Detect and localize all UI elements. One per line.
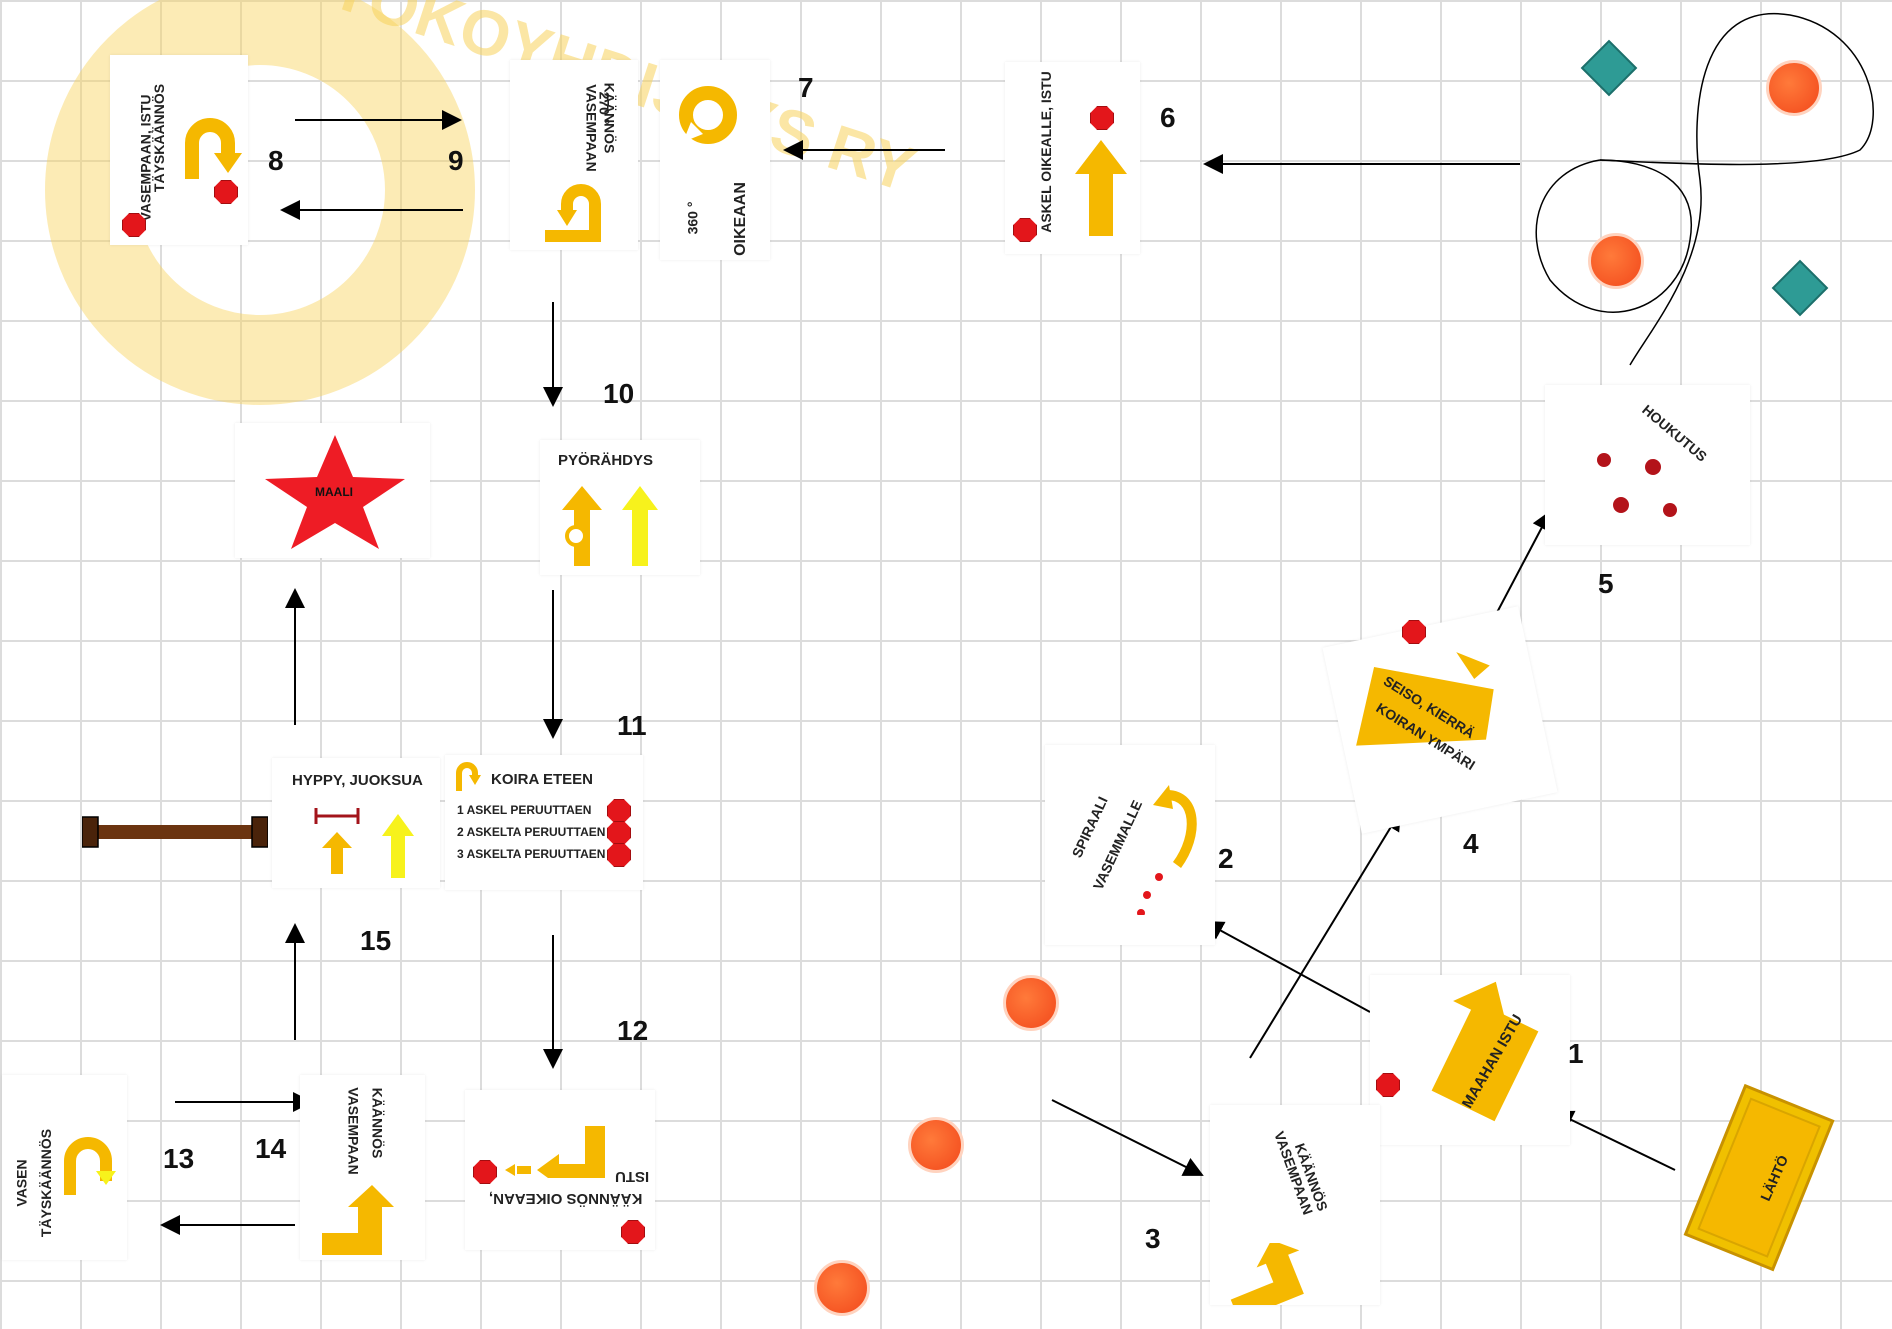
station-11-number: 11 — [617, 710, 647, 742]
station-10-number: 10 — [603, 378, 634, 410]
station-15-card: HYPPY, JUOKSUA — [272, 758, 440, 888]
station-7-number: 7 — [798, 72, 814, 104]
step-right-arrow-icon — [1075, 140, 1127, 236]
station-4-card: SEISO, KIERRÄ KOIRAN YMPÄRI — [1322, 606, 1557, 833]
cone — [814, 1260, 870, 1316]
station-9-card: 270 ° KÄÄNNÖS VASEMPAAN — [510, 60, 638, 250]
station-2-number: 2 — [1218, 843, 1234, 875]
station-1-number: 1 — [1568, 1038, 1584, 1070]
stop-sign-icon — [1090, 106, 1114, 130]
station-12-number: 12 — [617, 1015, 648, 1047]
station-13-label-1: VASEN — [14, 1159, 30, 1206]
stop-sign-icon — [607, 843, 631, 867]
spiral-left-icon — [1137, 785, 1207, 915]
start-sign-icon — [1670, 1078, 1850, 1278]
stop-sign-icon — [473, 1160, 497, 1184]
station-13-card: VASEN TÄYSKÄÄNNÖS — [2, 1075, 127, 1260]
station-11-line-1: 1 ASKEL PERUUTTAEN — [457, 803, 591, 817]
station-9-label-2: KÄÄNNÖS — [601, 83, 617, 154]
dog-front-arrow-icon — [453, 761, 485, 791]
station-11-line-3: 3 ASKELTA PERUUTTAEN — [457, 847, 605, 861]
finish-label: MAALI — [315, 485, 353, 499]
station-14-label-2: VASEMPAAN — [346, 1087, 362, 1174]
station-12-label-2: ISTU — [615, 1168, 649, 1185]
forward-arrow-icon — [622, 486, 658, 566]
station-7-label-2: OIKEAAN — [732, 182, 750, 256]
stop-sign-icon — [607, 821, 631, 845]
station-10-label: PYÖRÄHDYS — [558, 452, 653, 469]
hurdle-jump-icon — [312, 808, 362, 874]
station-12-card: ISTU KÄÄNNÖS OIKEAAN, — [465, 1090, 655, 1250]
station-2-card: SPIRAALI VASEMMALLE — [1045, 745, 1215, 945]
cone — [908, 1117, 964, 1173]
stop-sign-icon — [621, 1220, 645, 1244]
spin-arrow-icon — [562, 486, 602, 566]
treat-icon — [1597, 453, 1611, 467]
left-full-turn-icon — [62, 1135, 124, 1201]
start-card: LÄHTÖ — [1670, 1078, 1850, 1278]
treat-icon — [1613, 497, 1629, 513]
stop-sign-icon — [122, 213, 146, 237]
station-5-label: HOUKUTUS — [1639, 401, 1710, 464]
turn-right-arrow-icon — [505, 1118, 615, 1178]
cone — [1588, 233, 1644, 289]
run-arrow-icon — [382, 814, 414, 878]
station-1-card: MAAHAN ISTU — [1370, 975, 1570, 1145]
turn-270-left-icon — [535, 182, 605, 244]
finish-card: MAALI — [235, 423, 430, 558]
u-turn-arrow-icon — [180, 115, 242, 185]
station-11-card: KOIRA ETEEN 1 ASKEL PERUUTTAEN 2 ASKELTA… — [445, 755, 643, 890]
station-13-label-2: TÄYSKÄÄNNÖS — [38, 1129, 54, 1237]
station-14-card: KÄÄNNÖS VASEMPAAN — [300, 1075, 425, 1260]
station-3-number: 3 — [1145, 1223, 1161, 1255]
turn-left-arrow-icon — [322, 1185, 394, 1255]
station-15-label: HYPPY, JUOKSUA — [292, 772, 423, 789]
station-6-label: ASKEL OIKEALLE, ISTU — [1038, 71, 1054, 233]
cone — [1766, 60, 1822, 116]
station-6-card: ASKEL OIKEALLE, ISTU — [1005, 62, 1140, 254]
circle-360-right-icon — [675, 82, 741, 148]
station-5-card: HOUKUTUS — [1545, 385, 1750, 545]
station-9-number: 9 — [448, 145, 464, 177]
station-4-number: 4 — [1463, 828, 1479, 860]
station-8-number: 8 — [268, 145, 284, 177]
station-9-label-3: VASEMPAAN — [584, 84, 600, 171]
station-5-number: 5 — [1598, 568, 1614, 600]
station-14-label-1: KÄÄNNÖS — [369, 1088, 385, 1159]
station-8-card: TÄYSKÄÄNNÖS VASEMPAAN, ISTU — [110, 55, 248, 245]
station-3-card: KÄÄNNÖS VASEMPAAN — [1210, 1105, 1380, 1305]
station-14-number: 14 — [255, 1133, 286, 1165]
station-7-label-1: 360 ° — [684, 202, 700, 235]
station-6-number: 6 — [1160, 102, 1176, 134]
station-10-card: PYÖRÄHDYS — [540, 440, 700, 575]
treat-icon — [1663, 503, 1677, 517]
station-15-number: 15 — [360, 925, 391, 957]
station-7-card: OIKEAAN 360 ° — [660, 60, 770, 260]
turn-left-arrow-icon — [1220, 1243, 1320, 1305]
stop-sign-icon — [1013, 218, 1037, 242]
station-11-line-2: 2 ASKELTA PERUUTTAEN — [457, 825, 605, 839]
stop-sign-icon — [607, 799, 631, 823]
station-2-label-1: SPIRAALI — [1069, 794, 1111, 860]
stop-sign-icon — [1376, 1073, 1400, 1097]
stop-sign-icon — [214, 180, 238, 204]
station-11-title: KOIRA ETEEN — [491, 771, 593, 788]
cone — [1003, 975, 1059, 1031]
station-8-label-2: VASEMPAAN, ISTU — [138, 94, 154, 221]
station-12-label-1: KÄÄNNÖS OIKEAAN, — [489, 1190, 642, 1207]
hurdle-icon — [82, 815, 268, 849]
treat-icon — [1645, 459, 1661, 475]
station-13-number: 13 — [163, 1143, 194, 1175]
